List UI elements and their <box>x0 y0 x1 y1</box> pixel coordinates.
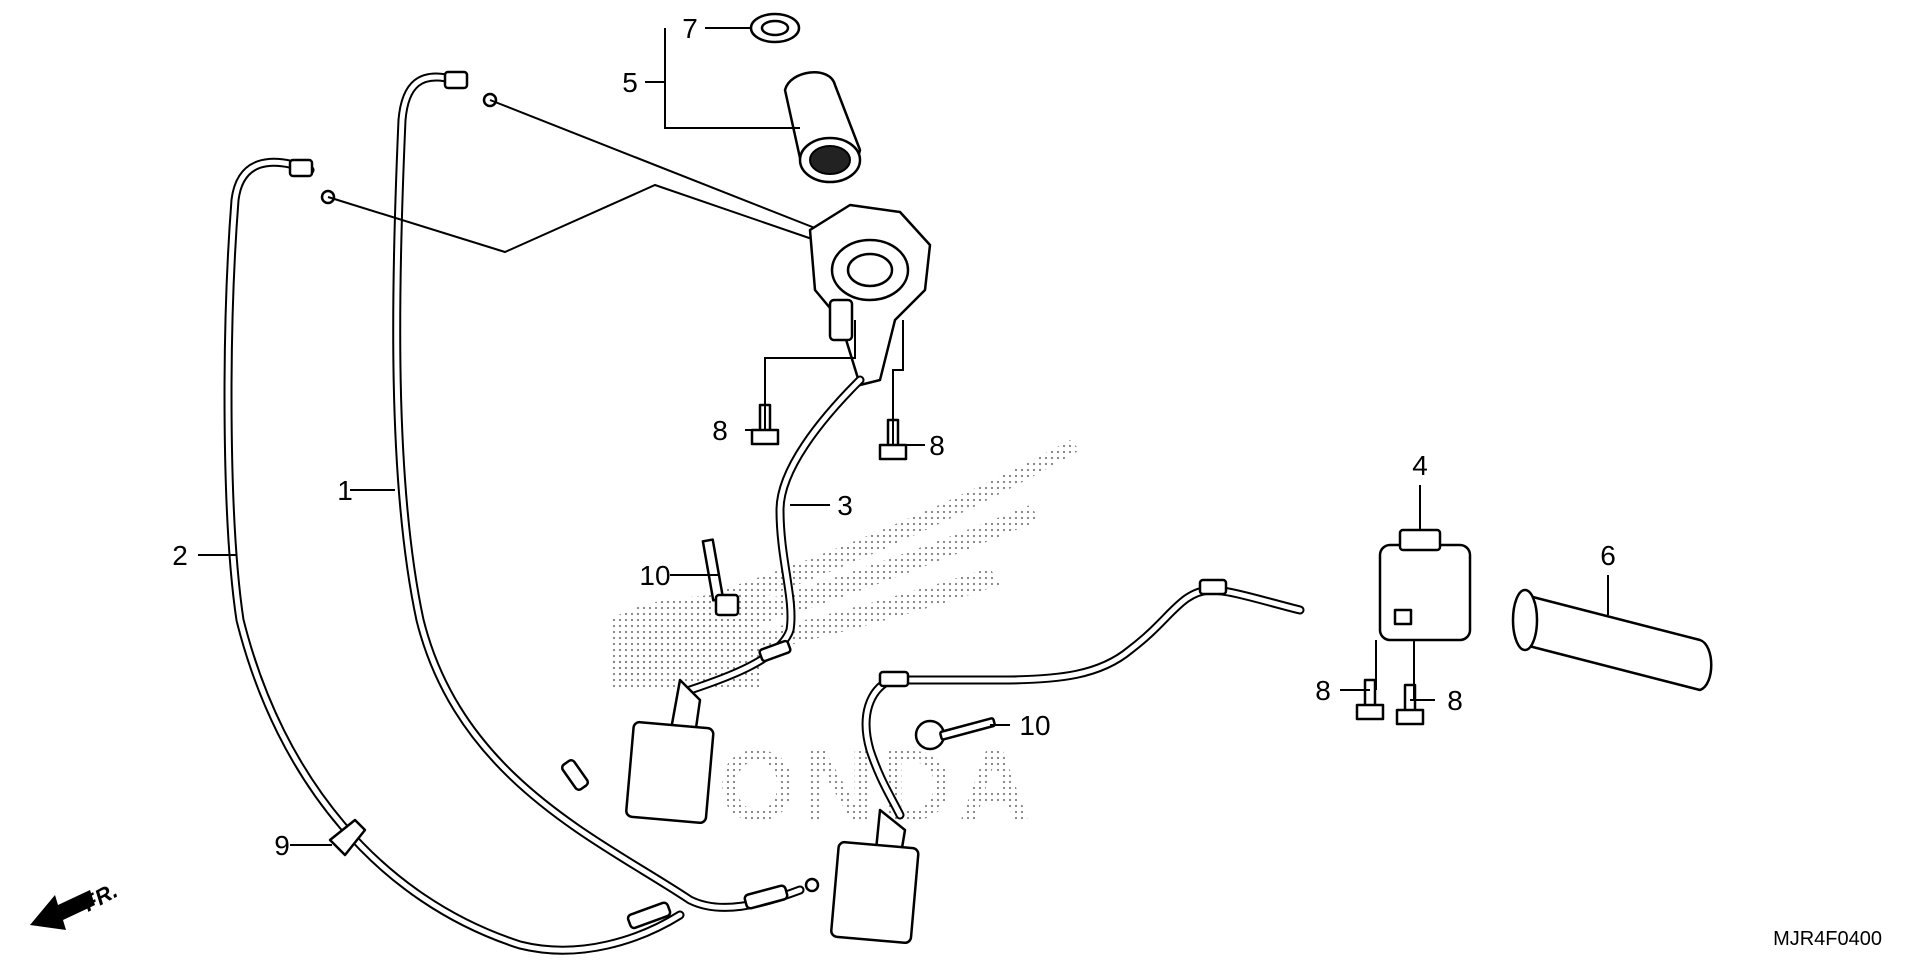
fr-label: FR. <box>79 878 122 917</box>
cable-1 <box>392 70 820 912</box>
drawing-code: MJR4F0400 <box>1773 928 1882 950</box>
callout-10-a: 10 <box>639 560 670 591</box>
callout-6: 6 <box>1600 540 1616 571</box>
clip-10-a <box>701 538 740 617</box>
callout-leaders <box>198 27 1609 846</box>
callout-labels: 7 5 1 2 3 4 6 8 8 8 8 9 10 10 <box>172 13 1616 861</box>
throttle-grip-5 <box>783 71 862 184</box>
throttle-housing <box>808 203 932 387</box>
callout-8-c: 8 <box>1315 675 1331 706</box>
cable-leader-lines <box>327 99 821 254</box>
clips-10 <box>701 538 996 751</box>
right-switch-4 <box>1378 528 1472 642</box>
ring-7 <box>749 12 801 44</box>
harness-3 <box>625 375 865 825</box>
callout-7: 7 <box>682 13 698 44</box>
callout-10-b: 10 <box>1019 710 1050 741</box>
front-arrow-icon <box>30 890 95 930</box>
callout-5: 5 <box>622 67 638 98</box>
bolt-8-c <box>1355 678 1385 721</box>
callout-8-b: 8 <box>929 430 945 461</box>
harness-4 <box>830 578 1305 945</box>
cable-2 <box>223 157 685 955</box>
callout-9: 9 <box>274 830 290 861</box>
clip-9 <box>328 818 367 857</box>
callout-2: 2 <box>172 540 188 571</box>
callout-1: 1 <box>337 475 353 506</box>
grip-6 <box>1511 588 1713 692</box>
front-direction-indicator: FR. <box>30 878 122 930</box>
callout-3: 3 <box>837 490 853 521</box>
callout-8-d: 8 <box>1447 685 1463 716</box>
clip-10-b <box>914 717 996 751</box>
callout-8-a: 8 <box>712 415 728 446</box>
callout-4: 4 <box>1412 450 1428 481</box>
bolt-8-d <box>1395 683 1425 726</box>
